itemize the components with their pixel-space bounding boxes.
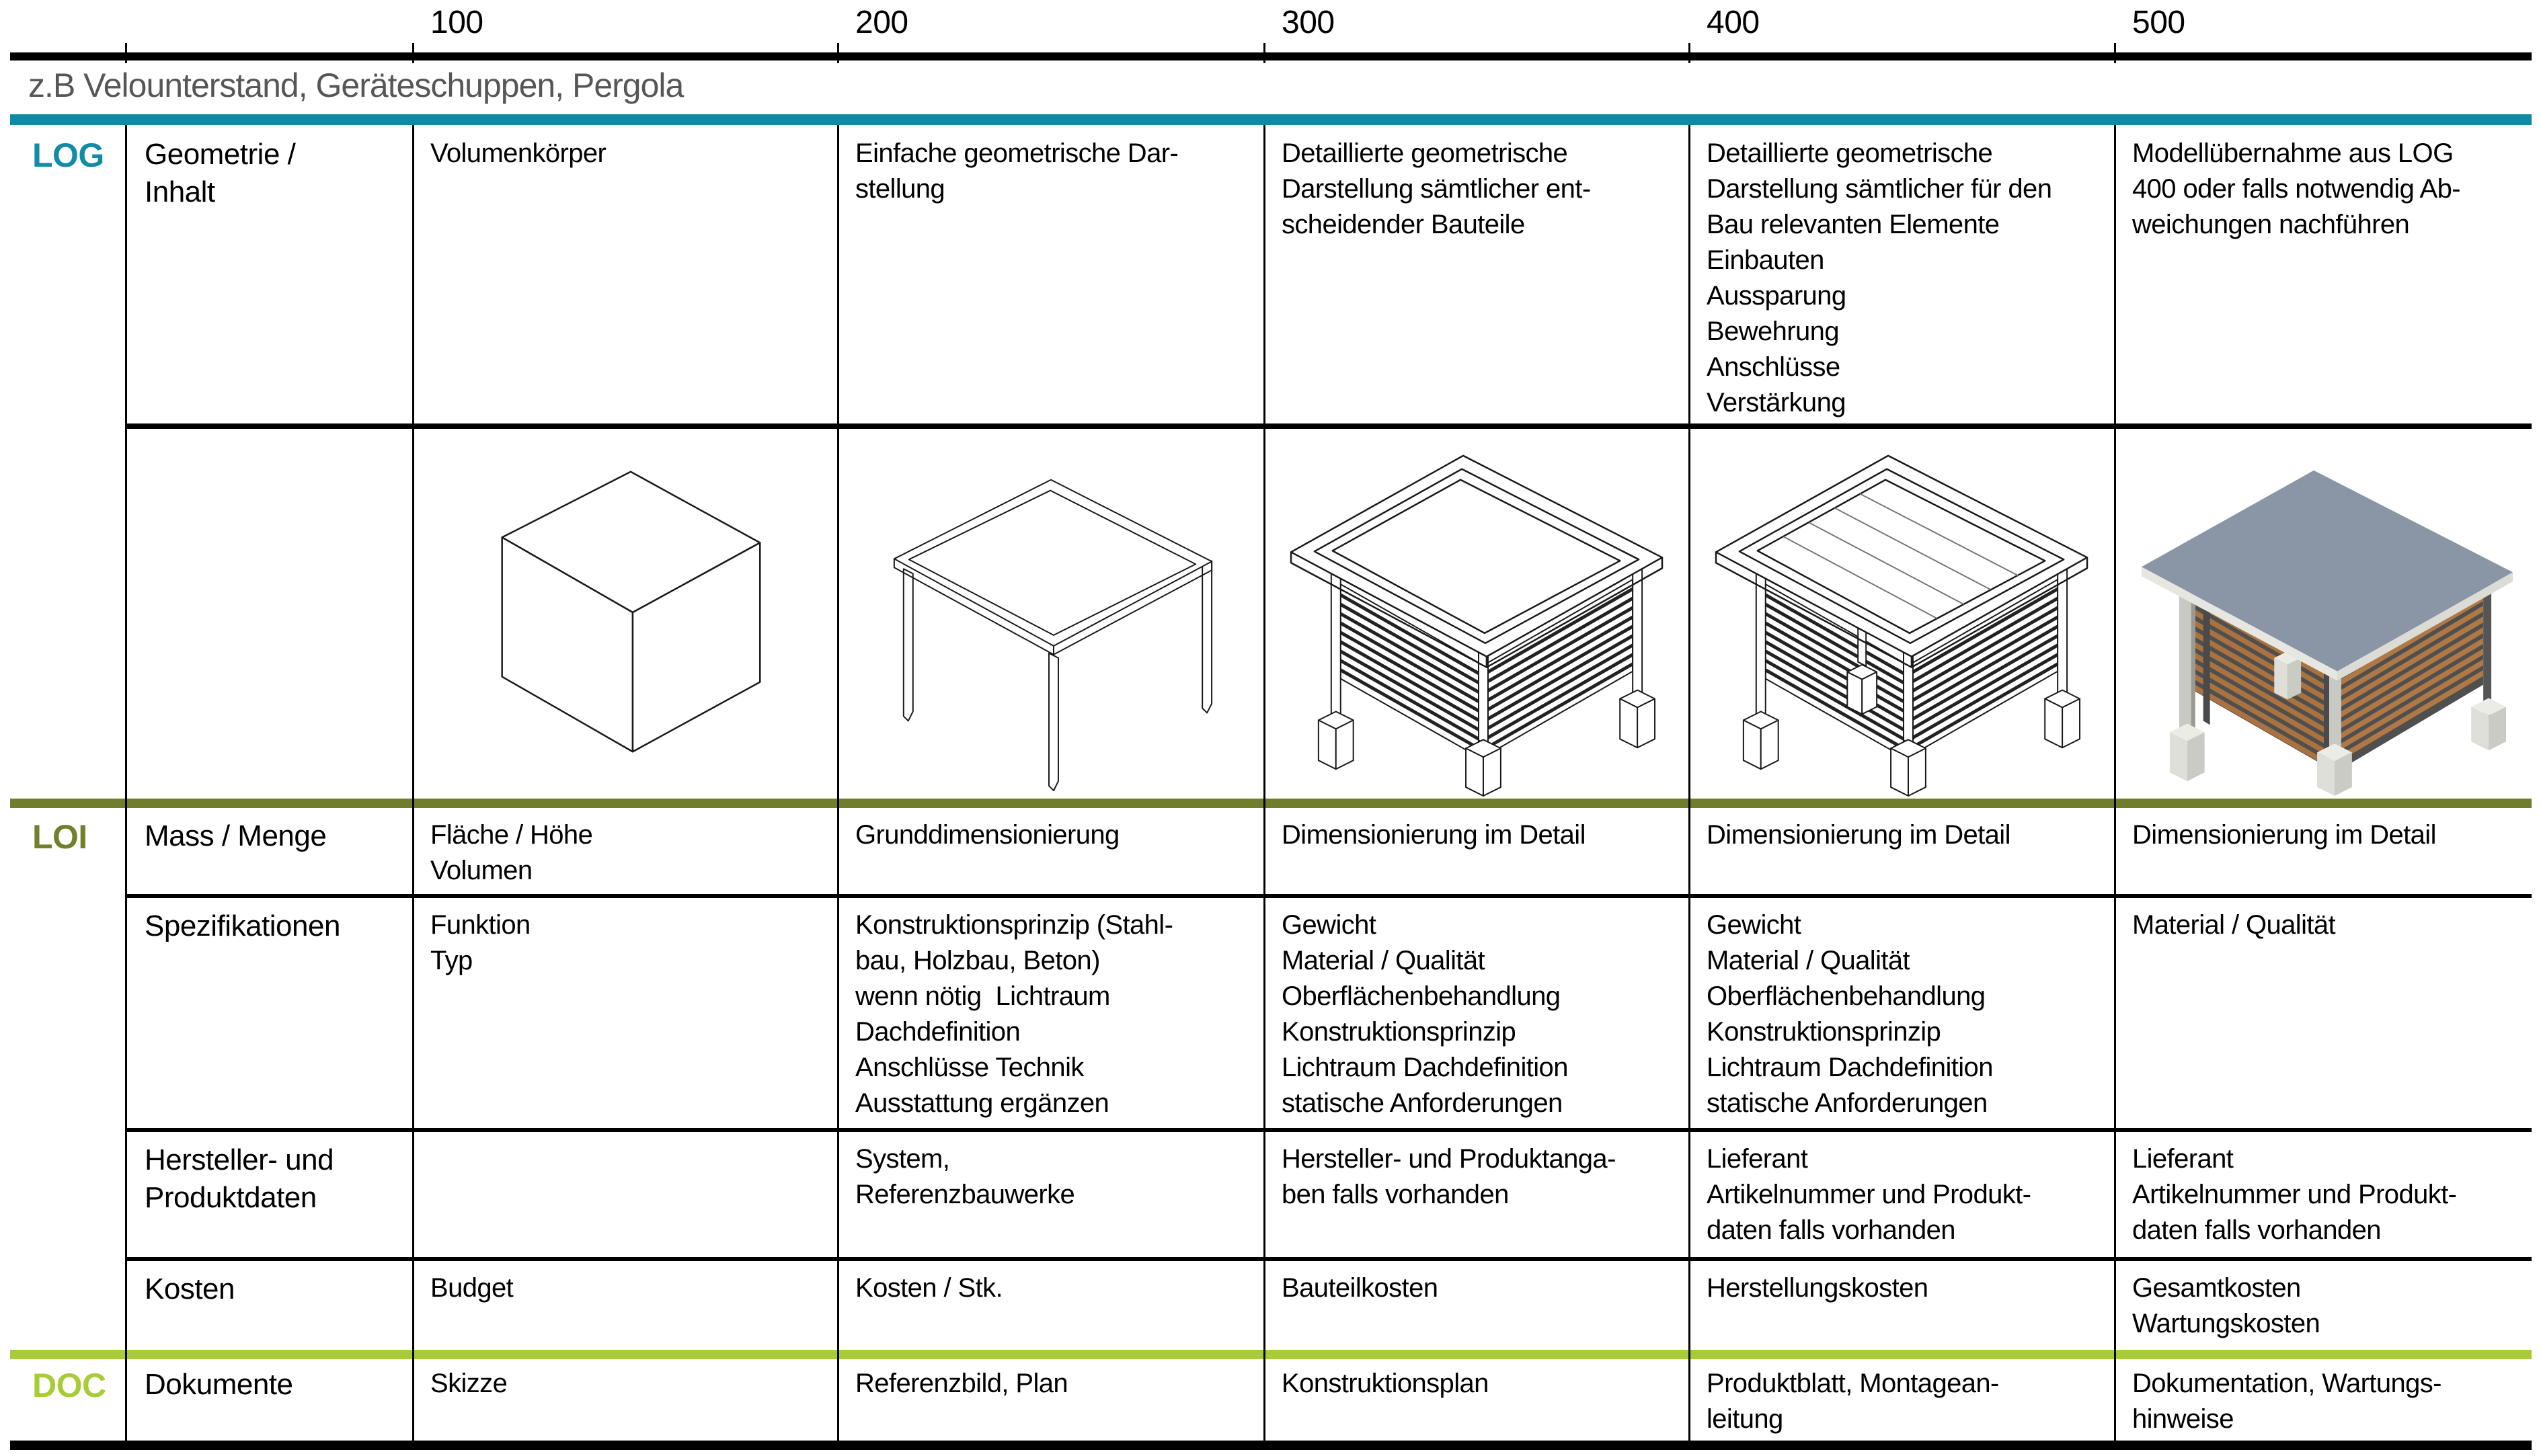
cell-geometrie-300: Detaillierte geometrische Darstellung sä…: [1282, 138, 1591, 239]
cell-mass-300: Dimensionierung im Detail: [1282, 820, 1586, 850]
cell-kosten-500: Gesamtkosten Wartungskosten: [2132, 1273, 2320, 1338]
figure-log200-grundstruktur: [839, 430, 1263, 797]
cell-kosten-100: Budget: [430, 1273, 514, 1303]
column-line-rowtitles: [412, 125, 414, 1450]
column-header-300: 300: [1282, 5, 1335, 40]
cell-hersteller-200: System, Referenzbauwerke: [855, 1144, 1075, 1209]
cell-kosten-200: Kosten / Stk.: [855, 1273, 1003, 1303]
cell-dokumente-500: Dokumentation, Wartungs- hinweise: [2132, 1369, 2441, 1434]
column-header-400: 400: [1707, 5, 1760, 40]
mass-row-divider: [126, 894, 2532, 898]
cell-spez-100: Funktion Typ: [430, 910, 531, 975]
column-line-100-200: [837, 125, 839, 1450]
figure-log500-gerendertes-modell: [2116, 430, 2540, 797]
spez-row-divider: [126, 1128, 2532, 1132]
cell-spez-200: Konstruktionsprinzip (Stahl- bau, Holzba…: [855, 910, 1173, 1118]
figure-log100-volumenkoerper: [414, 430, 838, 797]
column-line-labels: [125, 125, 127, 1450]
top-border-rule: [10, 52, 2532, 60]
row-label-mass-menge: Mass / Menge: [145, 819, 327, 852]
cell-hersteller-500: Lieferant Artikelnummer und Produkt- dat…: [2132, 1144, 2457, 1245]
column-line-400-500: [2114, 125, 2116, 1450]
row-label-geometrie-inhalt: Geometrie / Inhalt: [145, 138, 296, 208]
column-line-300-400: [1688, 125, 1690, 1450]
bottom-border-rule: [10, 1441, 2532, 1450]
page-subtitle: z.B Velounterstand, Geräteschuppen, Perg…: [28, 67, 684, 104]
cell-hersteller-400: Lieferant Artikelnummer und Produkt- dat…: [1707, 1144, 2031, 1245]
column-tick: [125, 43, 127, 63]
cell-spez-400: Gewicht Material / Qualität Oberflächenb…: [1707, 910, 1993, 1118]
column-tick: [837, 43, 839, 63]
loi-section-rule: [10, 799, 2532, 808]
row-label-spezifikationen: Spezifikationen: [145, 909, 340, 942]
cell-dokumente-300: Konstruktionsplan: [1282, 1369, 1489, 1398]
cell-hersteller-300: Hersteller- und Produktanga- ben falls v…: [1282, 1144, 1616, 1209]
figure-log300-pergola-wireframe: [1265, 430, 1689, 797]
cell-mass-500: Dimensionierung im Detail: [2132, 820, 2436, 850]
column-tick: [1688, 43, 1690, 63]
cell-kosten-400: Herstellungskosten: [1707, 1273, 1928, 1303]
column-header-200: 200: [855, 5, 908, 40]
cell-kosten-300: Bauteilkosten: [1282, 1273, 1438, 1303]
cell-dokumente-200: Referenzbild, Plan: [855, 1369, 1068, 1398]
column-line-200-300: [1263, 125, 1265, 1450]
cell-geometrie-200: Einfache geometrische Dar- stellung: [855, 138, 1179, 204]
column-header-500: 500: [2132, 5, 2185, 40]
figure-log400-pergola-offenes-dach: [1690, 430, 2114, 797]
row-label-dokumente: Dokumente: [145, 1368, 293, 1401]
doc-section-rule: [10, 1350, 2532, 1359]
cell-mass-100: Fläche / Höhe Volumen: [430, 820, 593, 885]
column-tick: [1263, 43, 1265, 63]
cell-geometrie-400: Detaillierte geometrische Darstellung sä…: [1707, 138, 2052, 417]
section-label-loi: LOI: [32, 818, 87, 856]
hersteller-row-divider: [126, 1257, 2532, 1261]
cell-spez-300: Gewicht Material / Qualität Oberflächenb…: [1282, 910, 1568, 1118]
log-row-divider: [126, 423, 2532, 429]
cell-geometrie-500: Modellübernahme aus LOG 400 oder falls n…: [2132, 138, 2461, 239]
section-label-log: LOG: [32, 136, 104, 174]
row-label-hersteller-produktdaten: Hersteller- und Produktdaten: [145, 1143, 334, 1214]
log-section-rule: [10, 114, 2532, 125]
cell-geometrie-100: Volumenkörper: [430, 138, 607, 168]
column-tick: [412, 43, 414, 63]
section-label-doc: DOC: [32, 1367, 106, 1404]
column-header-100: 100: [430, 5, 483, 40]
row-label-kosten: Kosten: [145, 1272, 235, 1305]
cell-mass-200: Grunddimensionierung: [855, 820, 1120, 850]
column-tick: [2114, 43, 2116, 63]
cell-dokumente-400: Produktblatt, Montagean- leitung: [1707, 1369, 1999, 1434]
cell-dokumente-100: Skizze: [430, 1369, 508, 1398]
cell-mass-400: Dimensionierung im Detail: [1707, 820, 2010, 850]
cell-spez-500: Material / Qualität: [2132, 910, 2336, 940]
